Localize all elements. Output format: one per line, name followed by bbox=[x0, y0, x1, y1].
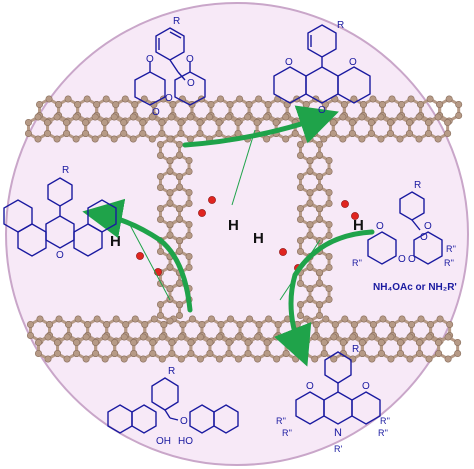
product3-o1: O bbox=[306, 381, 314, 392]
ammonia-source-label: NH₄OAc or NH₂R' bbox=[373, 282, 457, 293]
right-reactants bbox=[367, 191, 443, 265]
arrow-left bbox=[82, 198, 193, 313]
top-dione-o3: O bbox=[165, 93, 173, 104]
product3-n-label: N bbox=[334, 427, 342, 439]
product3-r-double-prime-3: R'' bbox=[380, 416, 390, 426]
framework-ring bbox=[435, 333, 462, 363]
product1-o1: O bbox=[285, 57, 293, 68]
product3-r-double-prime-4: R'' bbox=[378, 428, 388, 438]
top-dione-o4: O bbox=[152, 107, 160, 118]
bottom-aldehyde-o: O bbox=[180, 416, 188, 427]
dibenzoxanthene-product bbox=[3, 177, 117, 257]
top-reactants bbox=[134, 27, 206, 106]
right-dione-o3: O bbox=[398, 254, 406, 265]
hydrogen-label-3: H bbox=[353, 217, 364, 234]
product3-r-label: R bbox=[352, 344, 359, 355]
product1-r-label: R bbox=[337, 20, 344, 31]
oxygen-atom bbox=[136, 252, 144, 260]
product3-r-double-prime-2: R'' bbox=[282, 428, 292, 438]
right-dione-o1: O bbox=[376, 221, 384, 232]
right-dione-o4: O bbox=[408, 254, 416, 265]
naphthol-oh-label: OH bbox=[156, 436, 171, 447]
oxygen-atom bbox=[351, 212, 359, 220]
top-dione-o1: O bbox=[146, 54, 154, 65]
right-aldehyde-o: O bbox=[420, 232, 428, 243]
product1-o3: O bbox=[318, 105, 326, 116]
framework-ring bbox=[168, 333, 195, 363]
right-r-double-prime-2: R'' bbox=[444, 258, 454, 268]
naphthol-ho-label: HO bbox=[178, 436, 193, 447]
xanthenedione-product bbox=[273, 24, 371, 104]
background-circle bbox=[5, 2, 469, 466]
right-r-double-prime-1: R'' bbox=[352, 258, 362, 268]
hydrogen-label-1: H bbox=[228, 217, 239, 234]
acridinedione-product bbox=[295, 351, 381, 425]
framework-ring bbox=[156, 295, 184, 325]
arrow-thin-lines bbox=[129, 129, 321, 301]
framework-ring bbox=[425, 113, 452, 143]
right-r-label: R bbox=[414, 180, 421, 191]
oxygen-atom bbox=[279, 248, 287, 256]
right-dione-o2: O bbox=[424, 221, 432, 232]
product3-r-double-prime-1: R'' bbox=[276, 416, 286, 426]
framework-ring bbox=[296, 295, 324, 325]
framework-ring bbox=[436, 95, 463, 125]
oxygen-atom bbox=[198, 209, 206, 217]
top-dione-o2: O bbox=[186, 54, 194, 65]
oxygen-atom bbox=[208, 196, 216, 204]
right-r-double-prime-3: R'' bbox=[446, 244, 456, 254]
oxygen-atom bbox=[341, 200, 349, 208]
bottom-r-label: R bbox=[168, 366, 175, 377]
top-r-label: R bbox=[173, 16, 180, 27]
hydrogen-label-2: H bbox=[110, 233, 121, 250]
bottom-reactants bbox=[107, 377, 239, 434]
product3-r-prime: R' bbox=[334, 444, 342, 454]
top-aldehyde-o: O bbox=[187, 78, 195, 89]
product3-o2: O bbox=[362, 381, 370, 392]
cof-framework bbox=[24, 95, 463, 363]
product1-o2: O bbox=[349, 57, 357, 68]
arrow-right bbox=[274, 229, 375, 367]
product2-o-label: O bbox=[56, 250, 64, 261]
product2-r-label: R bbox=[62, 165, 69, 176]
hydrogen-label-4: H bbox=[253, 230, 264, 247]
